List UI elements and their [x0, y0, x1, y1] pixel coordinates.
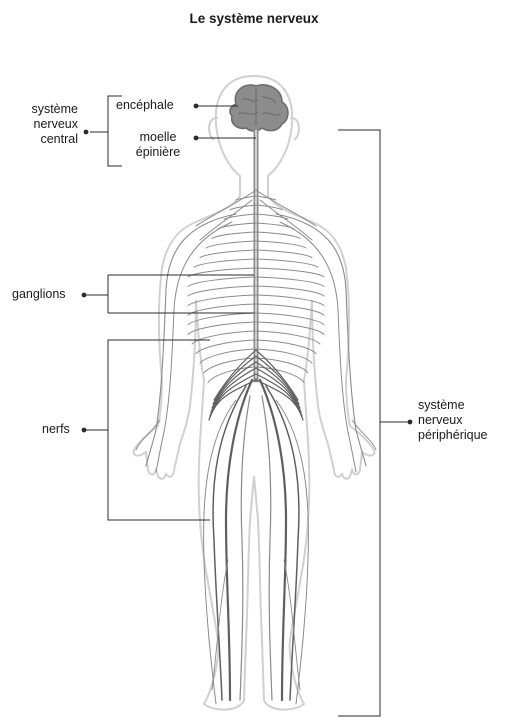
cns-label: système nerveux central	[8, 102, 78, 147]
cns-label-line2: nerveux	[8, 117, 78, 132]
pns-label-line3: périphérique	[418, 428, 488, 443]
pns-label-line2: nerveux	[418, 413, 488, 428]
brain-label: encéphale	[116, 98, 174, 113]
cns-label-line3: central	[8, 132, 78, 147]
pns-label-line1: système	[418, 398, 488, 413]
spinal-cord-label-line1: moelle	[122, 130, 194, 145]
ganglia-label: ganglions	[12, 287, 66, 302]
spinal-cord-label-line2: épinière	[122, 145, 194, 160]
spinal-cord-label: moelle épinière	[122, 130, 194, 160]
brain-shape	[230, 85, 288, 131]
cns-label-line1: système	[8, 102, 78, 117]
pns-label: système nerveux périphérique	[418, 398, 488, 443]
nerves-label: nerfs	[42, 422, 70, 437]
